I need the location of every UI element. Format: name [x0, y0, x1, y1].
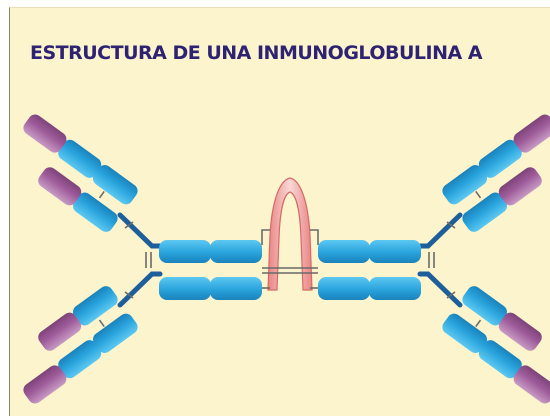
- left-hinge: [117, 212, 163, 308]
- right-lower-fab-arm: [442, 286, 550, 404]
- right-fc-domains: [318, 240, 421, 300]
- j-chain: [261, 177, 319, 291]
- left-upper-fab-arm: [23, 114, 138, 232]
- left-lower-fab-arm: [23, 286, 138, 404]
- right-upper-fab-arm: [442, 114, 550, 232]
- left-monomer: [23, 114, 262, 404]
- left-fc-domains: [159, 240, 262, 300]
- j-chain-bonds: [261, 229, 319, 289]
- slide-title: ESTRUCTURA DE UNA INMUNOGLOBULINA A: [30, 42, 483, 64]
- right-monomer: [318, 114, 550, 404]
- right-hinge: [417, 212, 463, 308]
- left-disulfide-bonds: [124, 221, 152, 299]
- right-disulfide-bonds: [428, 221, 456, 299]
